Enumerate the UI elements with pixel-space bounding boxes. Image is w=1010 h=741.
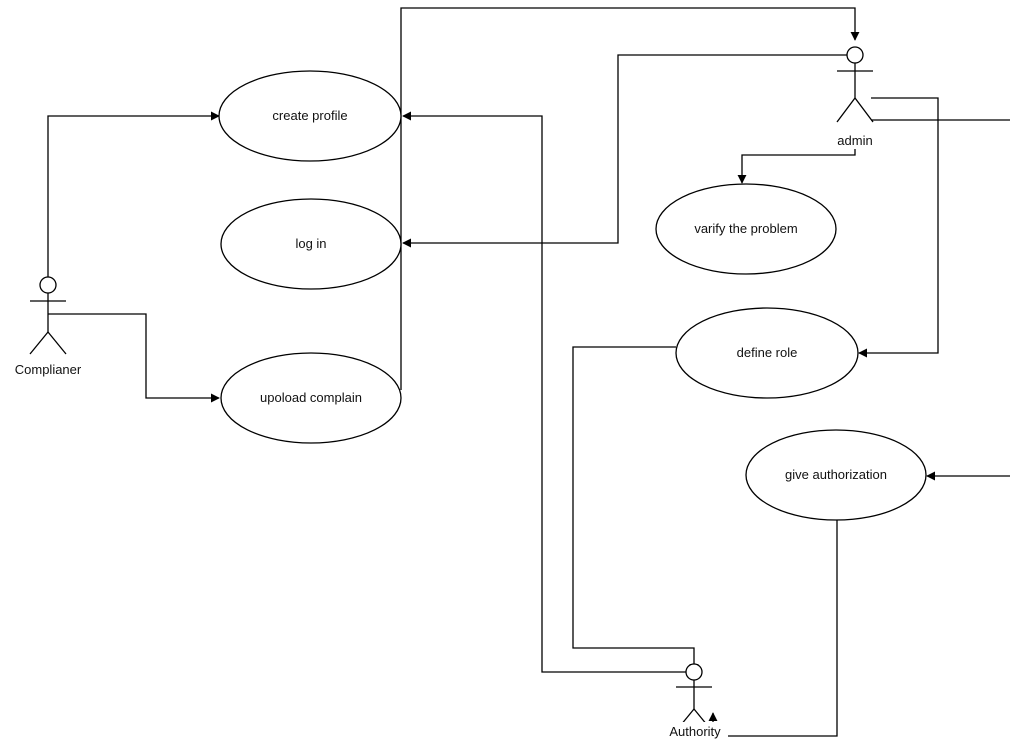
- connector-complianer-create-profile: [47, 111, 220, 285]
- actor-complianer[interactable]: Complianer: [9, 276, 87, 378]
- connector-authority-create-profile: [402, 111, 694, 673]
- stick-figure-icon: [29, 276, 67, 355]
- actor-label: Complianer: [15, 362, 82, 377]
- connector-complianer-upload-complain: [48, 313, 220, 403]
- actor-authority[interactable]: Authority: [664, 663, 728, 739]
- connector-give-authorization-authority: [708, 520, 838, 737]
- use-case-create-profile[interactable]: create profile: [218, 70, 402, 162]
- use-case-label: varify the problem: [694, 221, 797, 236]
- stick-figure-icon: [836, 46, 874, 123]
- actor-label: admin: [837, 133, 872, 148]
- stick-figure-icon: [675, 663, 713, 732]
- actor-admin[interactable]: admin: [831, 46, 879, 149]
- connector-define-role-authority: [572, 346, 699, 673]
- use-case-log-in[interactable]: log in: [220, 198, 402, 290]
- use-case-label: give authorization: [785, 467, 887, 482]
- use-case-upload-complain[interactable]: upoload complain: [220, 352, 402, 444]
- connector-upload-complain-admin: [400, 7, 860, 390]
- use-case-verify-problem[interactable]: varify the problem: [655, 183, 837, 275]
- connectors: [47, 7, 1010, 737]
- actor-label: Authority: [669, 724, 721, 739]
- use-case-label: upoload complain: [260, 390, 362, 405]
- use-case-define-role[interactable]: define role: [675, 307, 859, 399]
- connector-admin-define-role: [858, 97, 939, 358]
- use-case-label: log in: [295, 236, 326, 251]
- connector-admin-log-in: [402, 54, 855, 248]
- use-case-give-authorization[interactable]: give authorization: [745, 429, 927, 521]
- use-case-label: define role: [737, 345, 798, 360]
- use-case-label: create profile: [272, 108, 347, 123]
